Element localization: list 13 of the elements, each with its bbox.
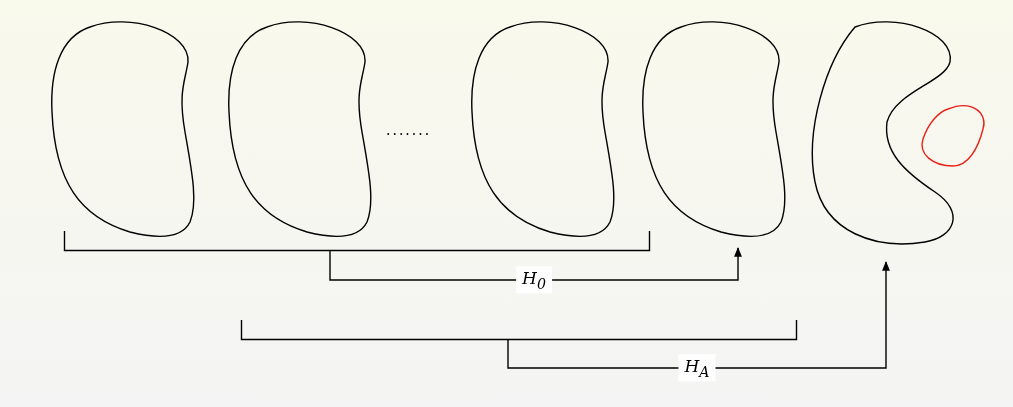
- ellipsis: .......: [386, 122, 432, 138]
- blob-outline: [921, 105, 985, 167]
- arrow: [329, 247, 742, 281]
- blob-outline: [228, 21, 372, 238]
- bracket: [63, 230, 651, 252]
- blob-outline: [642, 21, 786, 238]
- blob-outline: [811, 21, 954, 245]
- blob-outline: [471, 21, 615, 238]
- edge-label: H$_{A}$: [678, 354, 716, 382]
- arrow: [507, 261, 890, 369]
- edge-label: H$_{0}$: [516, 266, 552, 294]
- blob-outline: [51, 21, 195, 238]
- bracket: [240, 319, 798, 341]
